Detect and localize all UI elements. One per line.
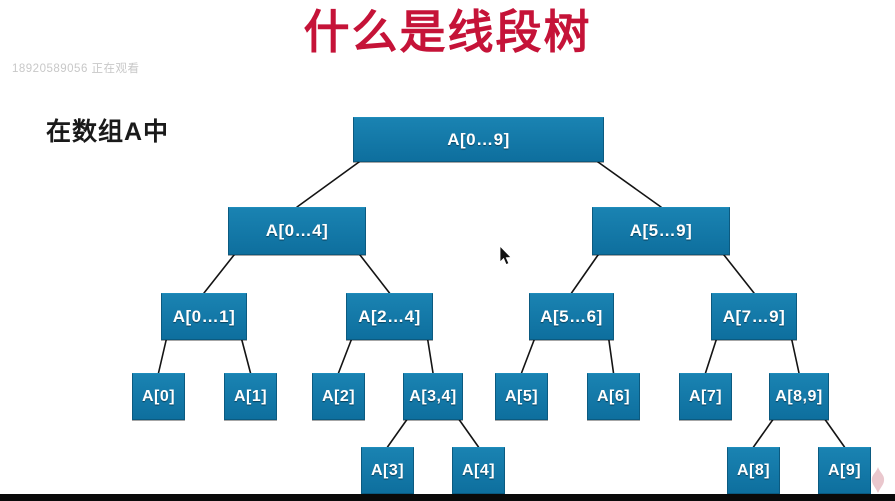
- tree-node-n17: A[8]: [727, 447, 780, 494]
- tree-edge-n2-n6: [723, 254, 755, 294]
- tree-node-n11: A[5]: [495, 373, 548, 420]
- tree-edge-n6-n13: [704, 339, 717, 374]
- tree-edge-n1-n3: [203, 254, 235, 294]
- tree-node-n18: A[9]: [818, 447, 871, 494]
- tree-node-n16: A[4]: [452, 447, 505, 494]
- tree-node-n8: A[1]: [224, 373, 277, 420]
- tree-node-label: A[4]: [461, 461, 496, 479]
- tree-edge-n4-n9: [337, 339, 353, 374]
- tree-edge-n14-n18: [824, 419, 846, 448]
- tree-edge-n0-n1: [296, 161, 360, 208]
- tree-edge-n10-n15: [386, 419, 408, 448]
- tree-node-label: A[6]: [596, 387, 631, 405]
- tree-node-n12: A[6]: [587, 373, 640, 420]
- tree-node-label: A[5…6]: [540, 306, 603, 326]
- tree-node-label: A[0…9]: [447, 129, 510, 149]
- tree-node-n13: A[7]: [679, 373, 732, 420]
- tree-node-label: A[8,9]: [775, 387, 823, 405]
- tree-node-n9: A[2]: [312, 373, 365, 420]
- tree-edge-n10-n16: [458, 419, 480, 448]
- tree-node-n10: A[3,4]: [403, 373, 463, 420]
- tree-node-n7: A[0]: [132, 373, 185, 420]
- tree-node-n4: A[2…4]: [346, 293, 433, 340]
- tree-node-label: A[2]: [321, 387, 356, 405]
- tree-node-label: A[0…4]: [265, 221, 329, 240]
- tree-node-n6: A[7…9]: [711, 293, 797, 340]
- tree-node-label: A[0…1]: [172, 306, 236, 326]
- tree-edge-n5-n12: [608, 339, 615, 374]
- tree-node-n14: A[8,9]: [769, 373, 829, 420]
- tree-node-label: A[7…9]: [722, 306, 786, 326]
- tree-node-label: A[5]: [504, 387, 539, 405]
- tree-node-n15: A[3]: [361, 447, 414, 494]
- tree-node-n3: A[0…1]: [161, 293, 247, 340]
- tree-node-label: A[9]: [827, 461, 862, 479]
- page-title: 什么是线段树: [303, 6, 592, 58]
- tree-edge-n4-n10: [426, 339, 434, 374]
- tree-node-label: A[2…4]: [358, 306, 421, 326]
- bottom-black-bar: [0, 494, 895, 501]
- tree-edge-n5-n11: [520, 339, 535, 374]
- array-caption: 在数组A中: [46, 118, 170, 146]
- tree-node-label: A[5…9]: [629, 221, 693, 240]
- tree-node-n5: A[5…6]: [529, 293, 614, 340]
- tree-node-n0: A[0…9]: [353, 117, 604, 162]
- tree-edge-n14-n17: [752, 419, 774, 448]
- tree-edge-n1-n4: [359, 254, 391, 294]
- tree-node-n2: A[5…9]: [592, 207, 730, 255]
- tree-node-label: A[7]: [688, 387, 723, 405]
- tree-edge-n3-n8: [241, 339, 252, 374]
- tree-node-label: A[1]: [233, 387, 268, 405]
- tree-edge-n0-n2: [597, 161, 662, 208]
- tree-edge-n3-n7: [157, 339, 167, 374]
- tree-node-label: A[3,4]: [409, 387, 457, 405]
- tree-edge-n2-n5: [570, 254, 599, 294]
- viewer-watermark: 18920589056 正在观看: [12, 63, 140, 75]
- tree-node-label: A[0]: [141, 387, 176, 405]
- tree-edge-n6-n14: [791, 339, 800, 374]
- tree-node-label: A[3]: [370, 461, 405, 479]
- tree-node-n1: A[0…4]: [228, 207, 366, 255]
- tree-node-label: A[8]: [736, 461, 771, 479]
